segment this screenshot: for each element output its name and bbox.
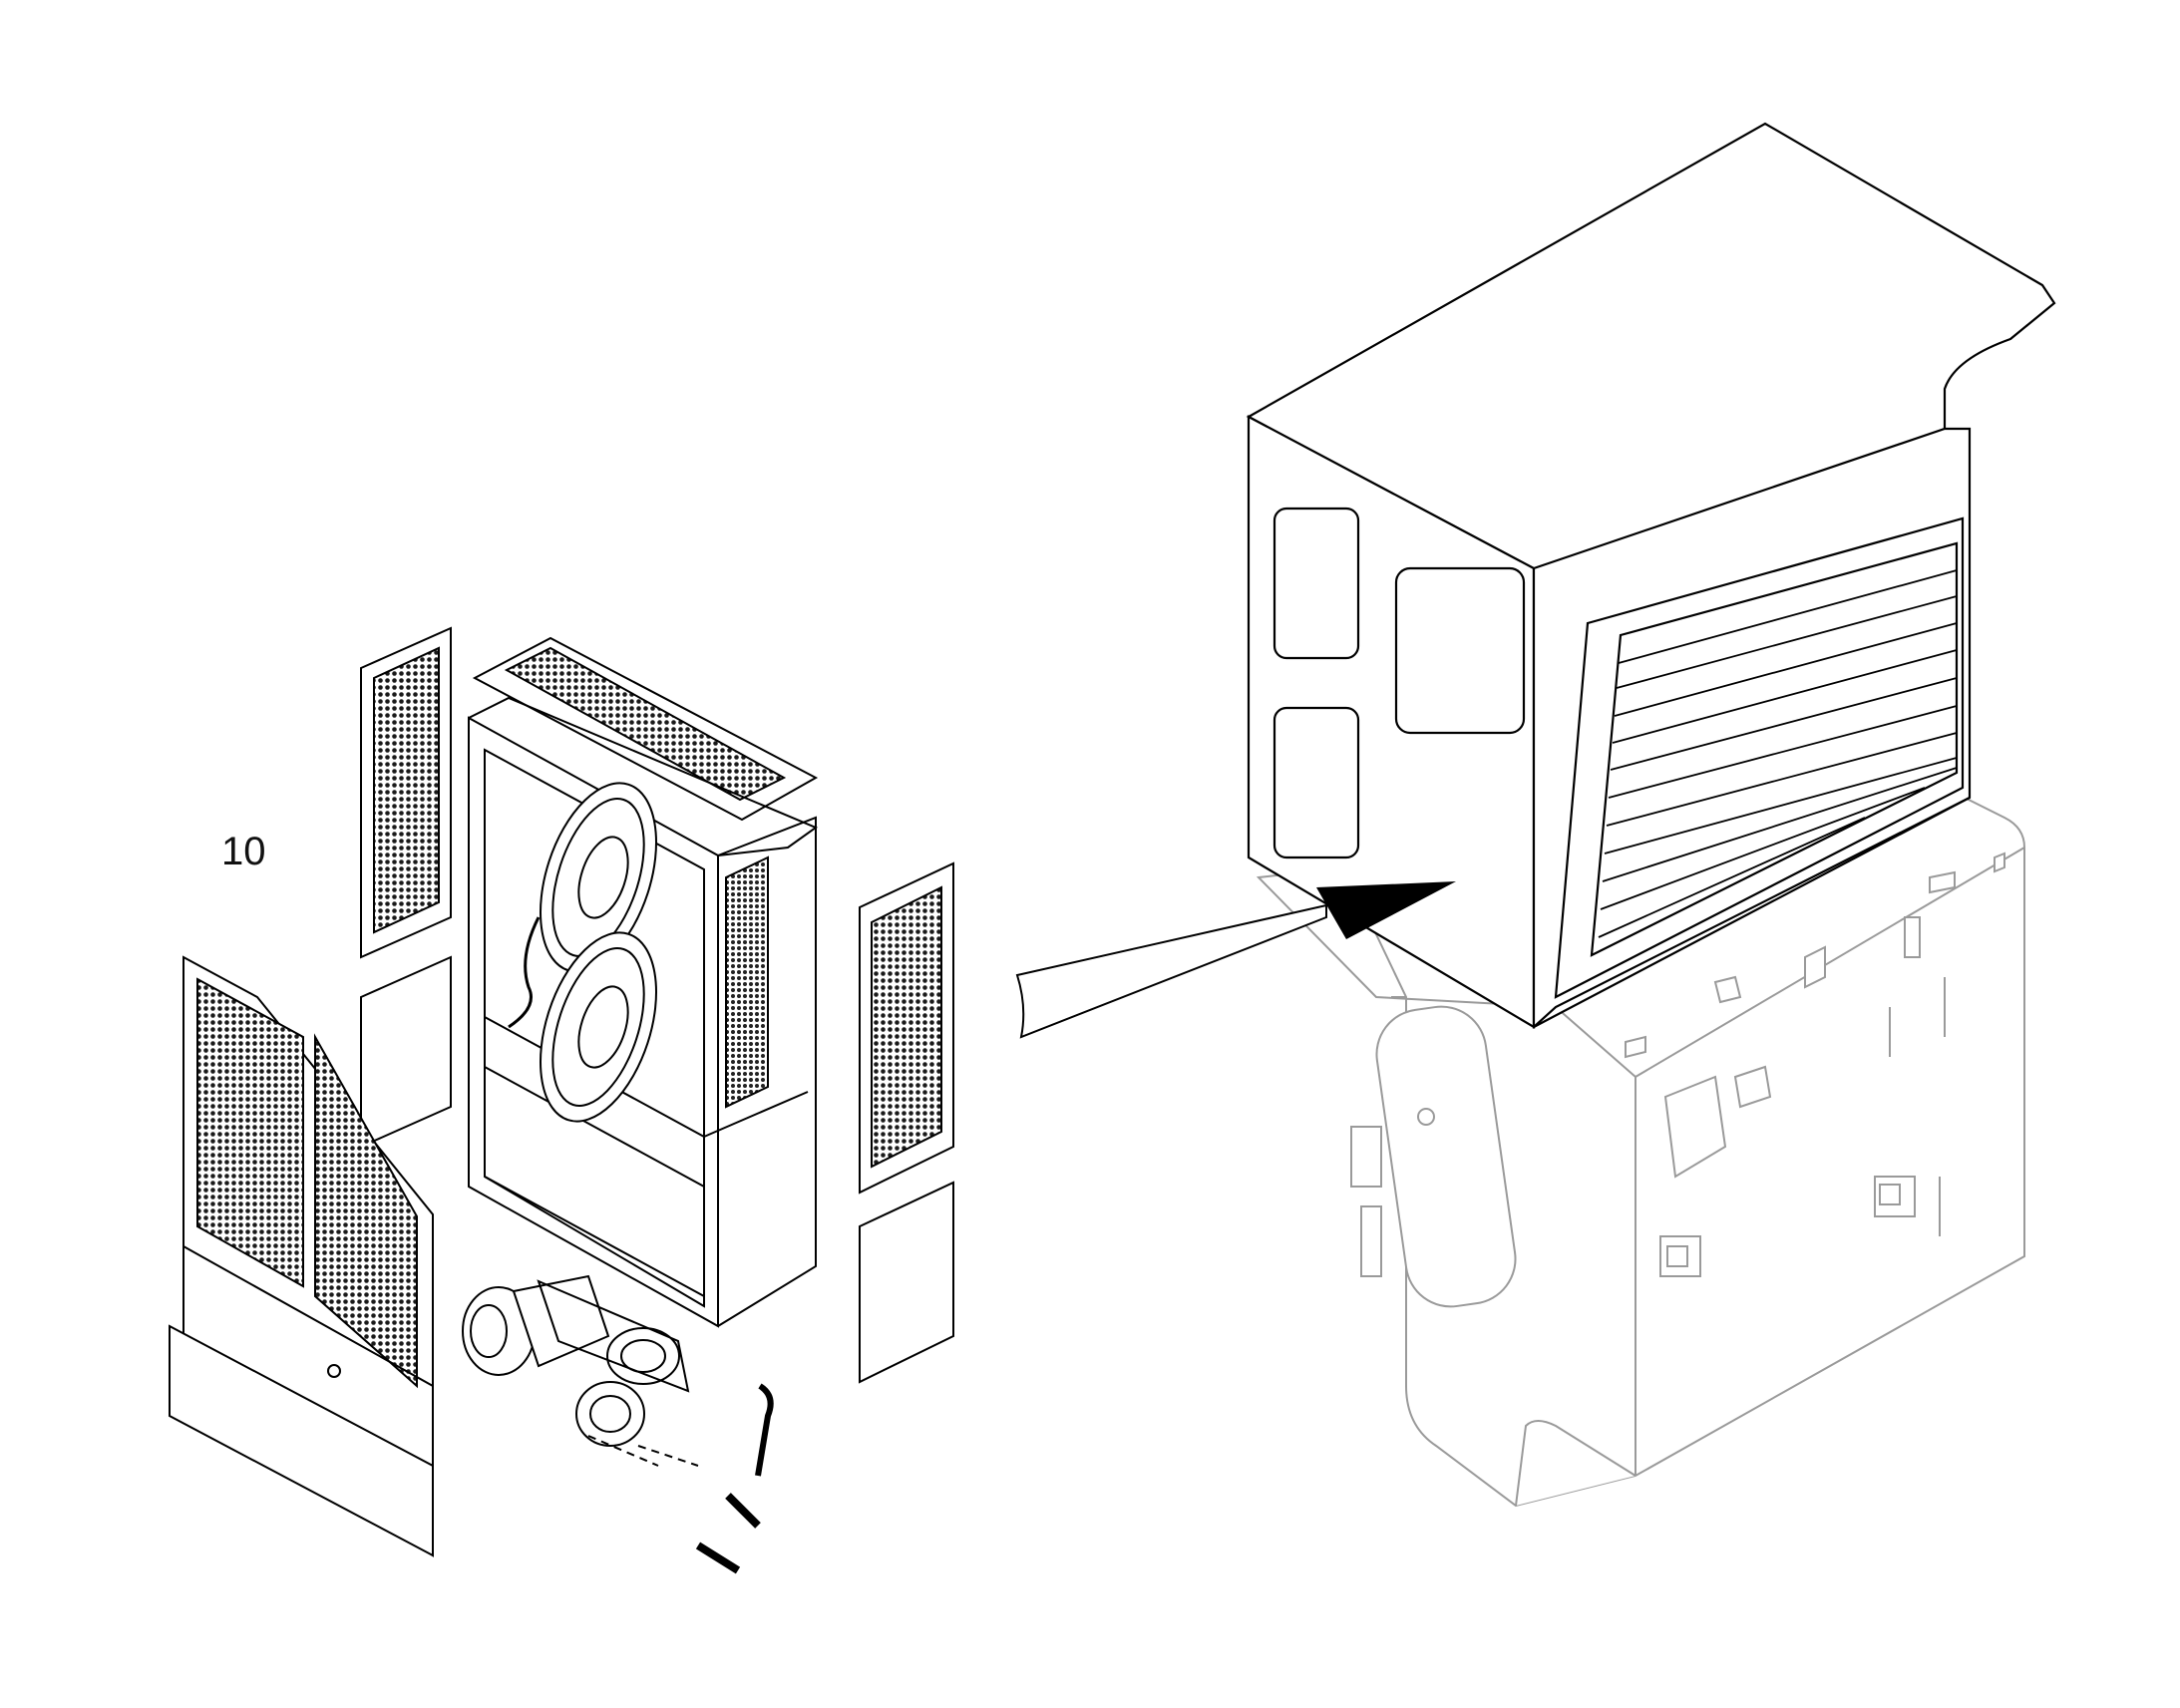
side-window-lower-left xyxy=(1272,706,1360,859)
callout-number: 10 xyxy=(221,830,266,873)
ac-enclosure xyxy=(1246,122,2056,1029)
fan-lower xyxy=(540,931,657,1123)
fan-upper xyxy=(540,782,657,973)
exploded-ac-unit xyxy=(169,626,954,1574)
pointer-arrow xyxy=(1015,881,1456,1039)
side-window-upper-right xyxy=(1394,566,1526,735)
side-window-upper-left xyxy=(1272,507,1360,660)
access-door xyxy=(1375,1005,1517,1308)
machine-base-ghost xyxy=(1256,786,2025,1508)
right-blank-panel xyxy=(859,1181,954,1384)
left-blank-panel xyxy=(360,955,452,1149)
compressor-assembly xyxy=(462,1274,774,1574)
